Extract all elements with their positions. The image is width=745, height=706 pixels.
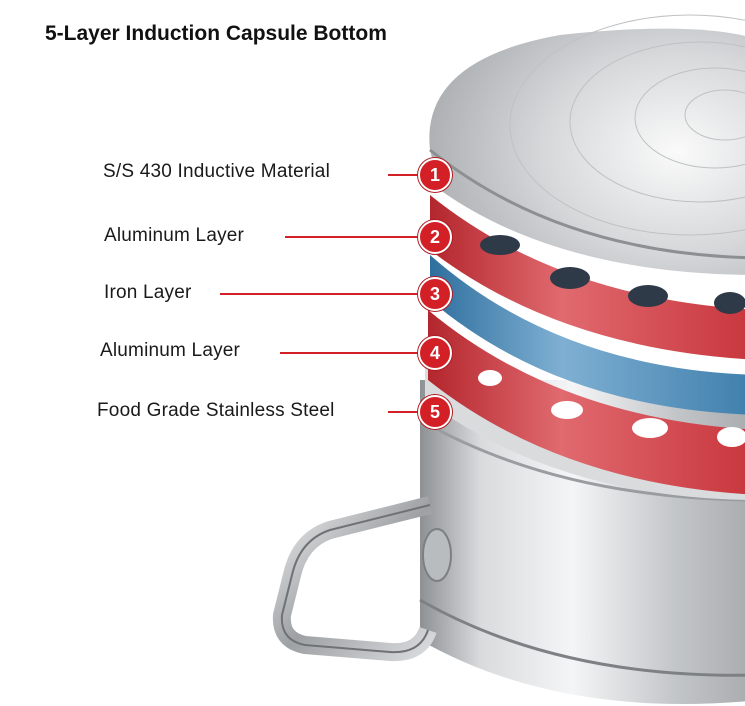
leader-line-1 [388, 174, 428, 176]
diagram-title: 5-Layer Induction Capsule Bottom [45, 22, 387, 45]
leader-line-2 [285, 236, 430, 238]
layer-label-3: Iron Layer [104, 282, 192, 303]
layer-label-4: Aluminum Layer [100, 340, 241, 361]
layer-label-5: Food Grade Stainless Steel [97, 400, 335, 421]
layer-badge-1: 1 [418, 158, 452, 192]
layer-badge-5: 5 [418, 395, 452, 429]
leader-line-5 [388, 411, 428, 413]
layer-badge-2: 2 [418, 220, 452, 254]
layer-label-1: S/S 430 Inductive Material [103, 161, 330, 182]
layer-badge-4: 4 [418, 336, 452, 370]
layer-badge-3: 3 [418, 277, 452, 311]
leader-line-4 [280, 352, 430, 354]
leader-line-3 [220, 293, 430, 295]
layer-label-2: Aluminum Layer [104, 225, 245, 246]
